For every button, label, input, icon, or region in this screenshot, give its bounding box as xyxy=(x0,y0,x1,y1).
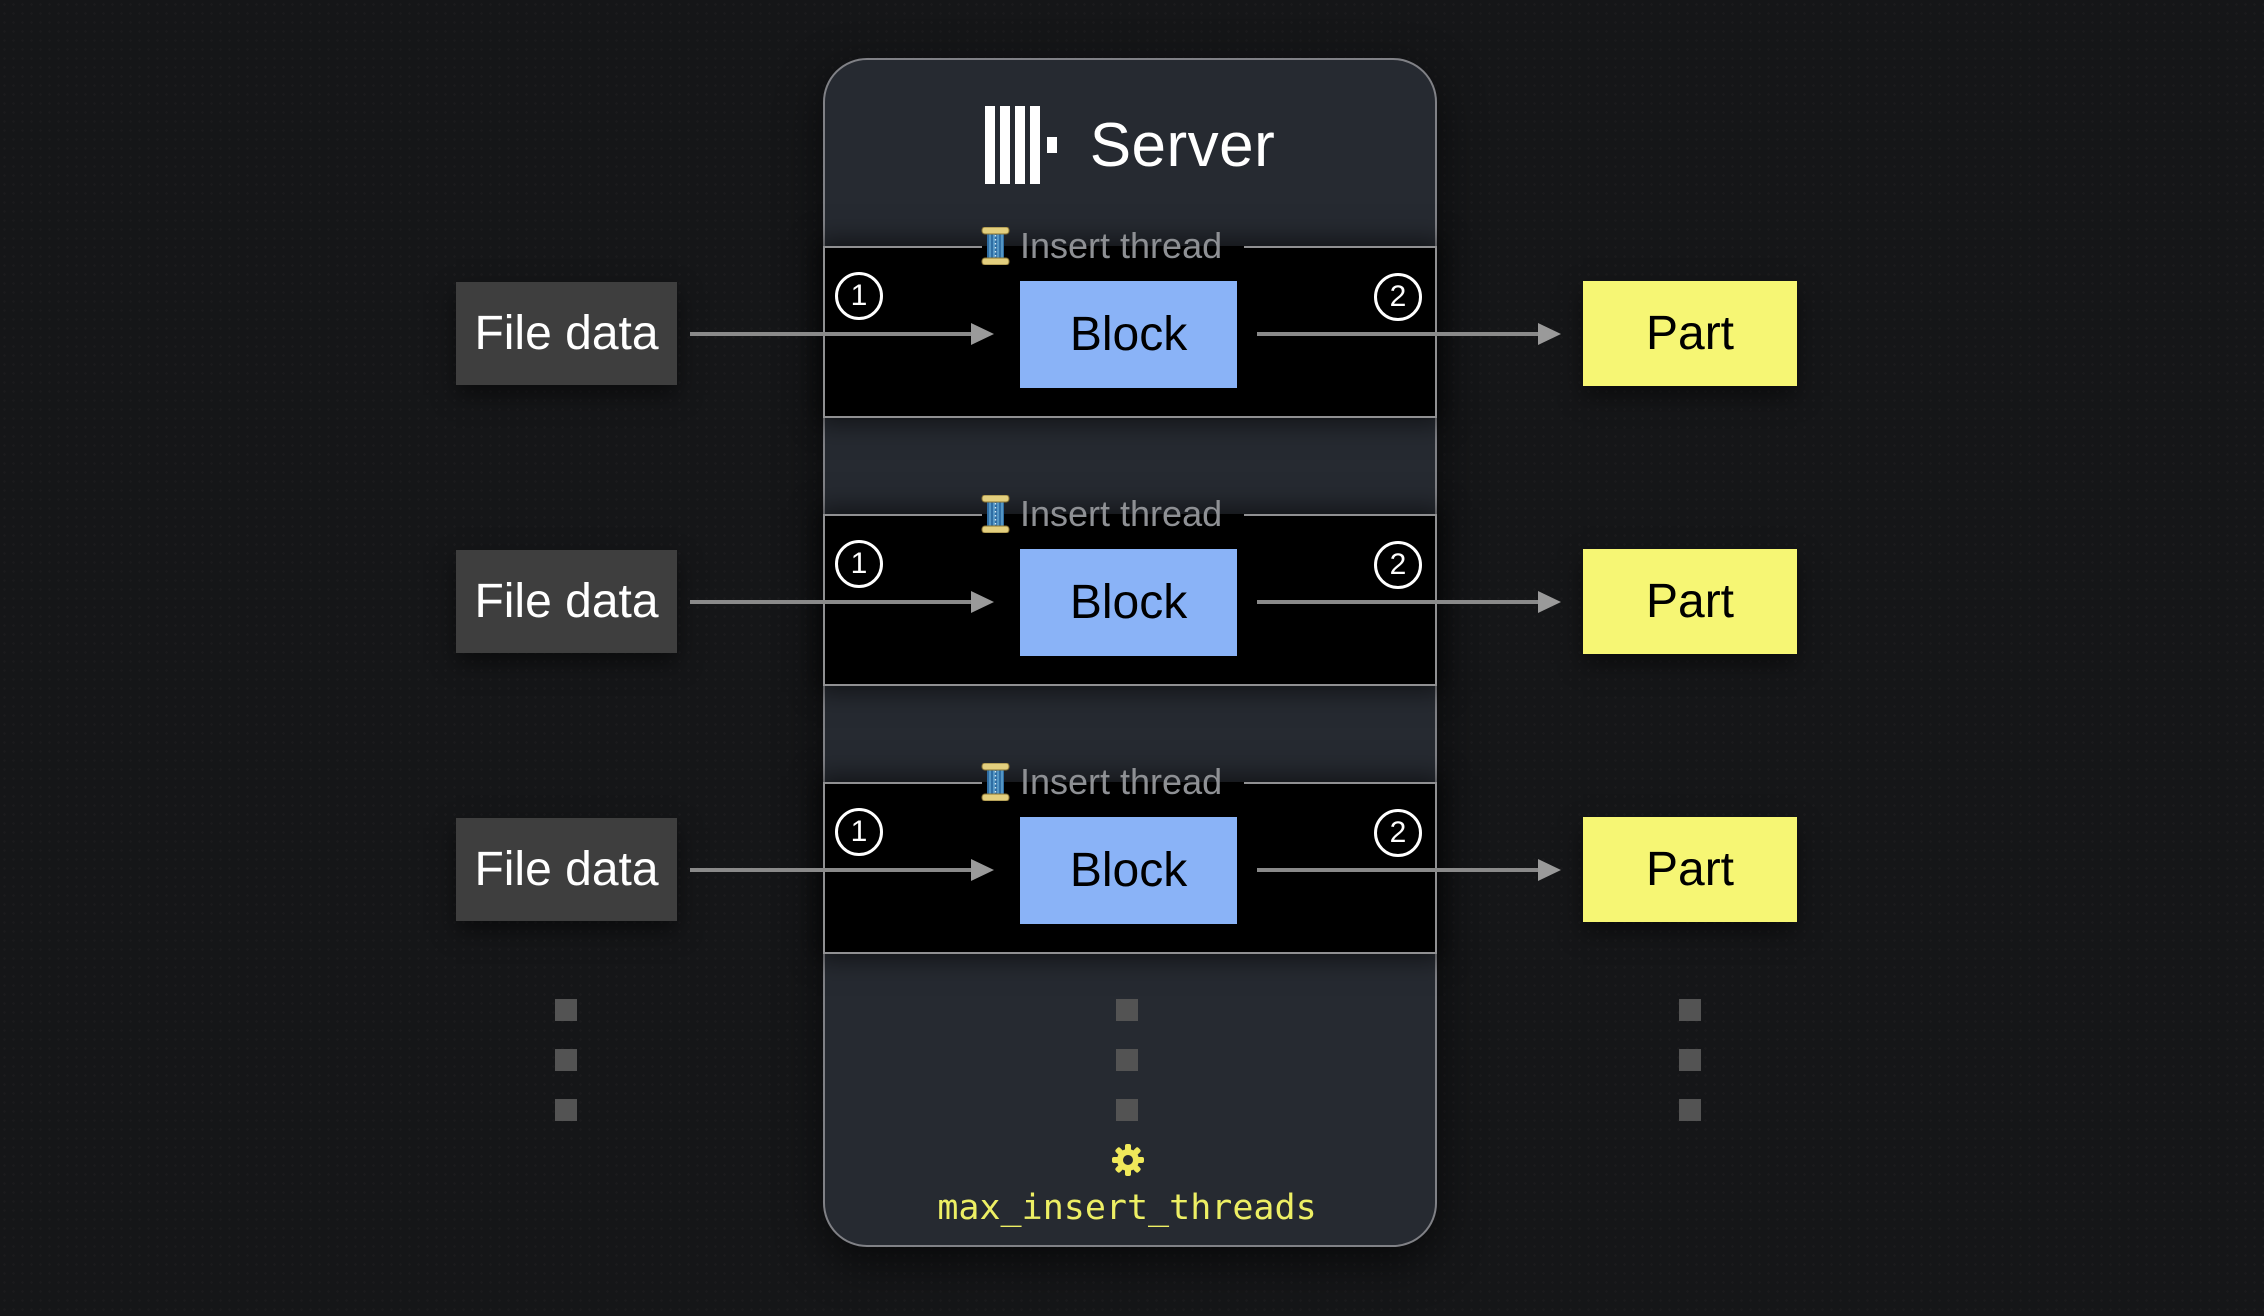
ellipsis-dot xyxy=(1679,1049,1701,1071)
flow-arrow-in xyxy=(690,868,971,872)
block-node: Block xyxy=(1020,281,1237,388)
server-header: Server xyxy=(825,100,1435,190)
max-insert-threads-setting: max_insert_threads xyxy=(937,1188,1317,1228)
insert-thread-label-text: Insert thread xyxy=(1020,493,1223,534)
file-data-node: File data xyxy=(456,282,677,385)
thread-spool-icon xyxy=(981,495,1010,533)
flow-arrow-in xyxy=(690,600,971,604)
step-2-badge: 2 xyxy=(1374,273,1422,321)
ellipsis-dot xyxy=(555,1049,577,1071)
insert-thread-label-text: Insert thread xyxy=(1020,761,1223,802)
step-2-badge: 2 xyxy=(1374,541,1422,589)
flow-arrow-out xyxy=(1257,600,1538,604)
part-node: Part xyxy=(1583,549,1797,654)
ellipsis-dot xyxy=(1679,999,1701,1021)
ellipsis-dot xyxy=(1116,999,1138,1021)
block-node: Block xyxy=(1020,549,1237,656)
insert-thread-label: Insert thread xyxy=(981,226,1222,266)
flow-arrow-out xyxy=(1257,332,1538,336)
insert-thread-label: Insert thread xyxy=(981,494,1222,534)
ellipsis-dot xyxy=(555,1099,577,1121)
insert-thread-label-text: Insert thread xyxy=(1020,225,1223,266)
flow-arrow-out xyxy=(1257,868,1538,872)
step-2-badge: 2 xyxy=(1374,809,1422,857)
insert-thread-label: Insert thread xyxy=(981,762,1222,802)
step-1-badge: 1 xyxy=(835,272,883,320)
file-data-node: File data xyxy=(456,550,677,653)
gear-icon xyxy=(1112,1144,1144,1176)
server-title: Server xyxy=(1089,110,1276,180)
ellipsis-dot xyxy=(1116,1049,1138,1071)
flow-arrow-in xyxy=(690,332,971,336)
ellipsis-dot xyxy=(1116,1099,1138,1121)
step-1-badge: 1 xyxy=(835,808,883,856)
thread-spool-icon xyxy=(981,763,1010,801)
part-node: Part xyxy=(1583,281,1797,386)
file-data-node: File data xyxy=(456,818,677,921)
thread-spool-icon xyxy=(981,227,1010,265)
part-node: Part xyxy=(1583,817,1797,922)
step-1-badge: 1 xyxy=(835,540,883,588)
ellipsis-dot xyxy=(1679,1099,1701,1121)
clickhouse-logo-icon xyxy=(984,106,1057,184)
ellipsis-dot xyxy=(555,999,577,1021)
block-node: Block xyxy=(1020,817,1237,924)
